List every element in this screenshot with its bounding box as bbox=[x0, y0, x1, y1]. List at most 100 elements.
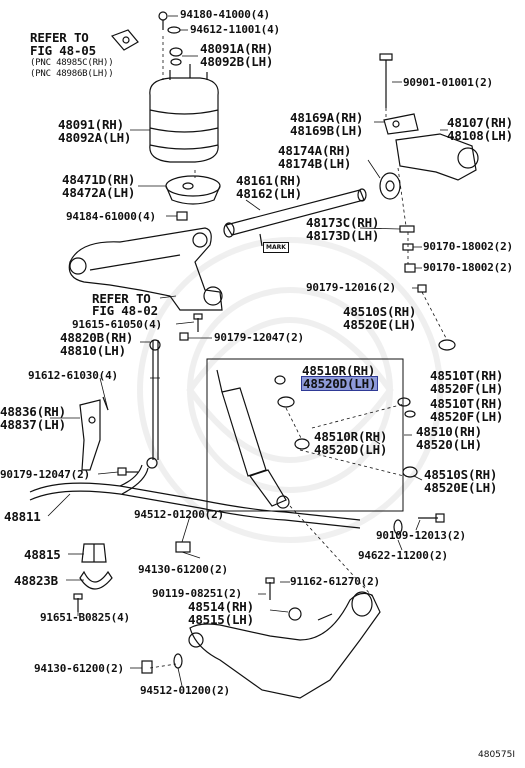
label-48107: 48107(RH) bbox=[447, 115, 513, 130]
label-48162: 48162(LH) bbox=[236, 186, 302, 201]
label-48510T-b: 48510T(RH) bbox=[430, 396, 504, 411]
washer-94512a bbox=[175, 541, 191, 553]
label-94184-61000: 94184-61000(4) bbox=[66, 210, 156, 223]
washer-48173 bbox=[399, 225, 415, 233]
small-bushing bbox=[169, 47, 183, 66]
label-48510R-mid: 48510R(RH) bbox=[314, 429, 388, 444]
washer-94622 bbox=[393, 519, 403, 535]
stabilizer-link bbox=[146, 339, 161, 469]
label-90901-01001: 90901-01001(2) bbox=[403, 76, 493, 89]
label-48520D-mid: 48520D(LH) bbox=[314, 442, 388, 457]
bolt-90109 bbox=[418, 513, 445, 523]
label-90179-12047-a: 90179-12047(2) bbox=[214, 331, 304, 344]
label-94130-61200-a: 94130-61200(2) bbox=[138, 563, 228, 576]
label-48520: 48520(LH) bbox=[416, 437, 482, 452]
refer-bracket bbox=[110, 29, 139, 51]
label-48514: 48514(RH) bbox=[188, 599, 254, 614]
shock-absorber-48510 bbox=[216, 369, 290, 509]
label-48520E-top: 48520E(LH) bbox=[343, 317, 417, 332]
label-48173C: 48173C(RH) bbox=[306, 215, 380, 230]
label-94180-41000: 94180-41000(4) bbox=[180, 8, 270, 21]
label-48510: 48510(RH) bbox=[416, 424, 482, 439]
bump-stopper bbox=[165, 175, 221, 205]
label-48092B: 48092B(LH) bbox=[200, 54, 274, 69]
label-48836: 48836(RH) bbox=[0, 404, 66, 419]
label-94612-11001: 94612-11001(4) bbox=[190, 23, 280, 36]
label-48510S-top: 48510S(RH) bbox=[343, 304, 417, 319]
label-90109-12013: 90109-12013(2) bbox=[376, 529, 466, 542]
stabilizer-bushing-48815 bbox=[81, 543, 107, 563]
figure-id: 480575I bbox=[478, 750, 516, 760]
label-fig-48-02: FIG 48-02 bbox=[92, 303, 158, 318]
bracket-48836 bbox=[79, 396, 109, 471]
label-48811: 48811 bbox=[4, 509, 41, 524]
label-94130-61200-b: 94130-61200(2) bbox=[34, 662, 124, 675]
washer-94512b bbox=[173, 653, 183, 669]
shock-bushing-48510R-mid bbox=[294, 438, 310, 450]
label-48091A: 48091A(RH) bbox=[200, 41, 274, 56]
label-pnc-48985c: (PNC 48985C(RH)) bbox=[30, 58, 114, 68]
bracket-48169 bbox=[383, 113, 419, 135]
shock-bushing-48510R-top bbox=[274, 375, 295, 408]
dashed-guides bbox=[149, 36, 448, 669]
label-48092A: 48092A(LH) bbox=[58, 130, 132, 145]
top-washer bbox=[167, 26, 181, 34]
shock-absorber-box bbox=[206, 358, 404, 512]
label-48520F-a: 48520F(LH) bbox=[430, 381, 504, 396]
label-48810: 48810(LH) bbox=[60, 343, 126, 358]
air-spring bbox=[149, 64, 219, 163]
label-48510R-top: 48510R(RH) bbox=[302, 363, 376, 378]
label-90179-12016: 90179-12016(2) bbox=[306, 281, 396, 294]
label-48820B: 48820B(RH) bbox=[60, 330, 134, 345]
label-refer-to-1: REFER TO bbox=[30, 30, 89, 45]
label-48823B: 48823B bbox=[14, 573, 58, 588]
label-48174A: 48174A(RH) bbox=[278, 143, 352, 158]
label-94512-01200-a: 94512-01200(2) bbox=[134, 508, 224, 521]
mark-tag: MARK bbox=[263, 242, 289, 253]
upper-arm bbox=[68, 227, 223, 311]
label-90179-12047-b: 90179-12047(2) bbox=[0, 468, 90, 481]
label-pnc-48986b: (PNC 48986B(LH)) bbox=[30, 69, 114, 79]
label-48815: 48815 bbox=[24, 547, 61, 562]
nut-90179a bbox=[417, 284, 427, 293]
label-48174B: 48174B(LH) bbox=[278, 156, 352, 171]
label-48520D-highlighted[interactable]: 48520D(LH) bbox=[300, 376, 379, 391]
upper-arm-bolts bbox=[179, 313, 203, 341]
label-48472A: 48472A(LH) bbox=[62, 185, 136, 200]
bushing-48174 bbox=[379, 172, 401, 200]
label-91612-61030: 91612-61030(4) bbox=[28, 369, 118, 382]
label-48108: 48108(LH) bbox=[447, 128, 513, 143]
label-48169A: 48169A(RH) bbox=[290, 110, 364, 125]
top-nut bbox=[158, 11, 168, 30]
small-nut-94184 bbox=[176, 211, 188, 221]
label-refer-to-2: REFER TO bbox=[92, 291, 151, 306]
bushing-48510S-bottom bbox=[402, 466, 418, 478]
label-91615-61050: 91615-61050(4) bbox=[72, 318, 162, 331]
bolt-91162 bbox=[317, 613, 333, 621]
nut-90179c bbox=[117, 467, 138, 476]
label-48173D: 48173D(LH) bbox=[306, 228, 380, 243]
label-48471D: 48471D(RH) bbox=[62, 172, 136, 187]
bushing-48510S-top bbox=[438, 339, 456, 351]
label-91651-B0825: 91651-B0825(4) bbox=[40, 611, 130, 624]
label-48837: 48837(LH) bbox=[0, 417, 66, 432]
watermark-emblem bbox=[137, 237, 443, 543]
label-48161: 48161(RH) bbox=[236, 173, 302, 188]
bushing-48510T-a bbox=[397, 397, 411, 407]
lower-arm-48514 bbox=[188, 591, 381, 699]
stabilizer-bar bbox=[29, 464, 361, 529]
bolt-90119 bbox=[265, 577, 275, 600]
label-fig-48-05: FIG 48-05 bbox=[30, 43, 96, 58]
rod-90901 bbox=[379, 53, 393, 108]
label-48169B: 48169B(LH) bbox=[290, 123, 364, 138]
strut-rod-48161 bbox=[223, 188, 367, 247]
label-94512-01200-b: 94512-01200(2) bbox=[140, 684, 230, 697]
label-48510S-bottom: 48510S(RH) bbox=[424, 467, 498, 482]
leader-lines bbox=[47, 15, 448, 687]
label-90170-18002-b: 90170-18002(2) bbox=[423, 261, 513, 274]
stabilizer-bracket-48823B bbox=[73, 570, 113, 612]
label-48515: 48515(LH) bbox=[188, 612, 254, 627]
label-48520F-b: 48520F(LH) bbox=[430, 409, 504, 424]
